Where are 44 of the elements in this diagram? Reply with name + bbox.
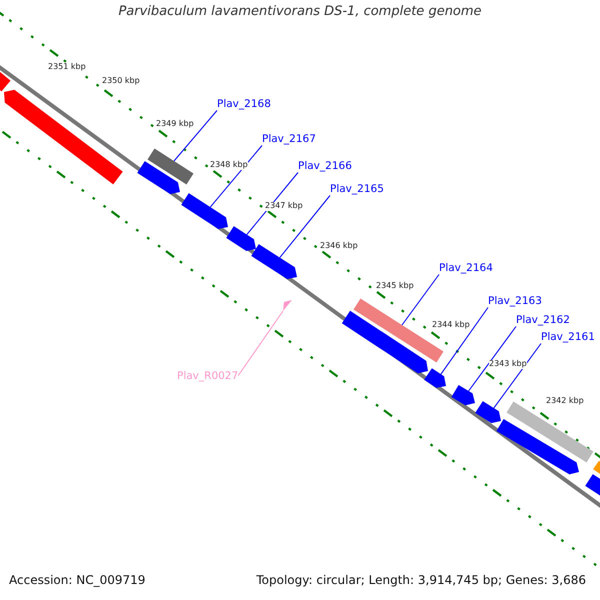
tick-label: 2345 kbp <box>376 282 414 291</box>
gene-block <box>342 310 428 374</box>
leader-line <box>468 326 516 392</box>
gene-block <box>593 460 600 476</box>
tick-label: 2351 kbp <box>48 63 86 72</box>
gene-block <box>4 90 123 184</box>
gene-block <box>451 385 475 406</box>
tick-label: 2343 kbp <box>489 360 527 369</box>
tick-label: 2347 kbp <box>265 202 303 211</box>
gene-block <box>424 368 446 388</box>
genome-summary-text: Topology: circular; Length: 3,914,745 bp; Genes: 3,686 <box>256 574 586 588</box>
gene-block <box>0 70 10 92</box>
leader-line <box>493 343 542 409</box>
gene-block <box>475 401 501 424</box>
gene-block <box>585 474 600 497</box>
gene-block <box>148 148 194 184</box>
gene-block <box>137 161 180 194</box>
gene-label: Plav_2166 <box>298 161 352 173</box>
leader-line <box>238 310 284 376</box>
gene-block <box>226 226 256 251</box>
leader-line <box>210 145 262 208</box>
gene-label: Plav_R0027 <box>177 371 238 383</box>
gene-label: Plav_2167 <box>262 134 316 146</box>
gene-label: Plav_2164 <box>439 263 493 275</box>
tick-label: 2349 kbp <box>156 120 194 129</box>
gene-label: Plav_2165 <box>330 184 384 196</box>
gene-label: Plav_2168 <box>217 99 271 111</box>
gene-label: Plav_2162 <box>516 315 570 327</box>
tick-label: 2350 kbp <box>102 77 140 86</box>
tick-label: 2342 kbp <box>546 397 584 406</box>
rna-marker <box>283 300 292 311</box>
leader-line <box>279 195 330 258</box>
leader-line <box>174 110 218 162</box>
tick-label: 2344 kbp <box>432 321 470 330</box>
accession-text: Accession: NC_009719 <box>9 574 146 588</box>
tick-label: 2346 kbp <box>320 242 358 251</box>
gene-block <box>181 193 228 229</box>
title: Parvibaculum lavamentivorans DS-1, complete genome <box>117 5 483 20</box>
gene-block <box>251 244 297 280</box>
gene-label: Plav_2161 <box>541 332 595 344</box>
gene-block <box>496 419 579 474</box>
leader-line <box>440 307 488 375</box>
gene-label: Plav_2163 <box>488 296 542 308</box>
tick-label: 2348 kbp <box>210 161 248 170</box>
